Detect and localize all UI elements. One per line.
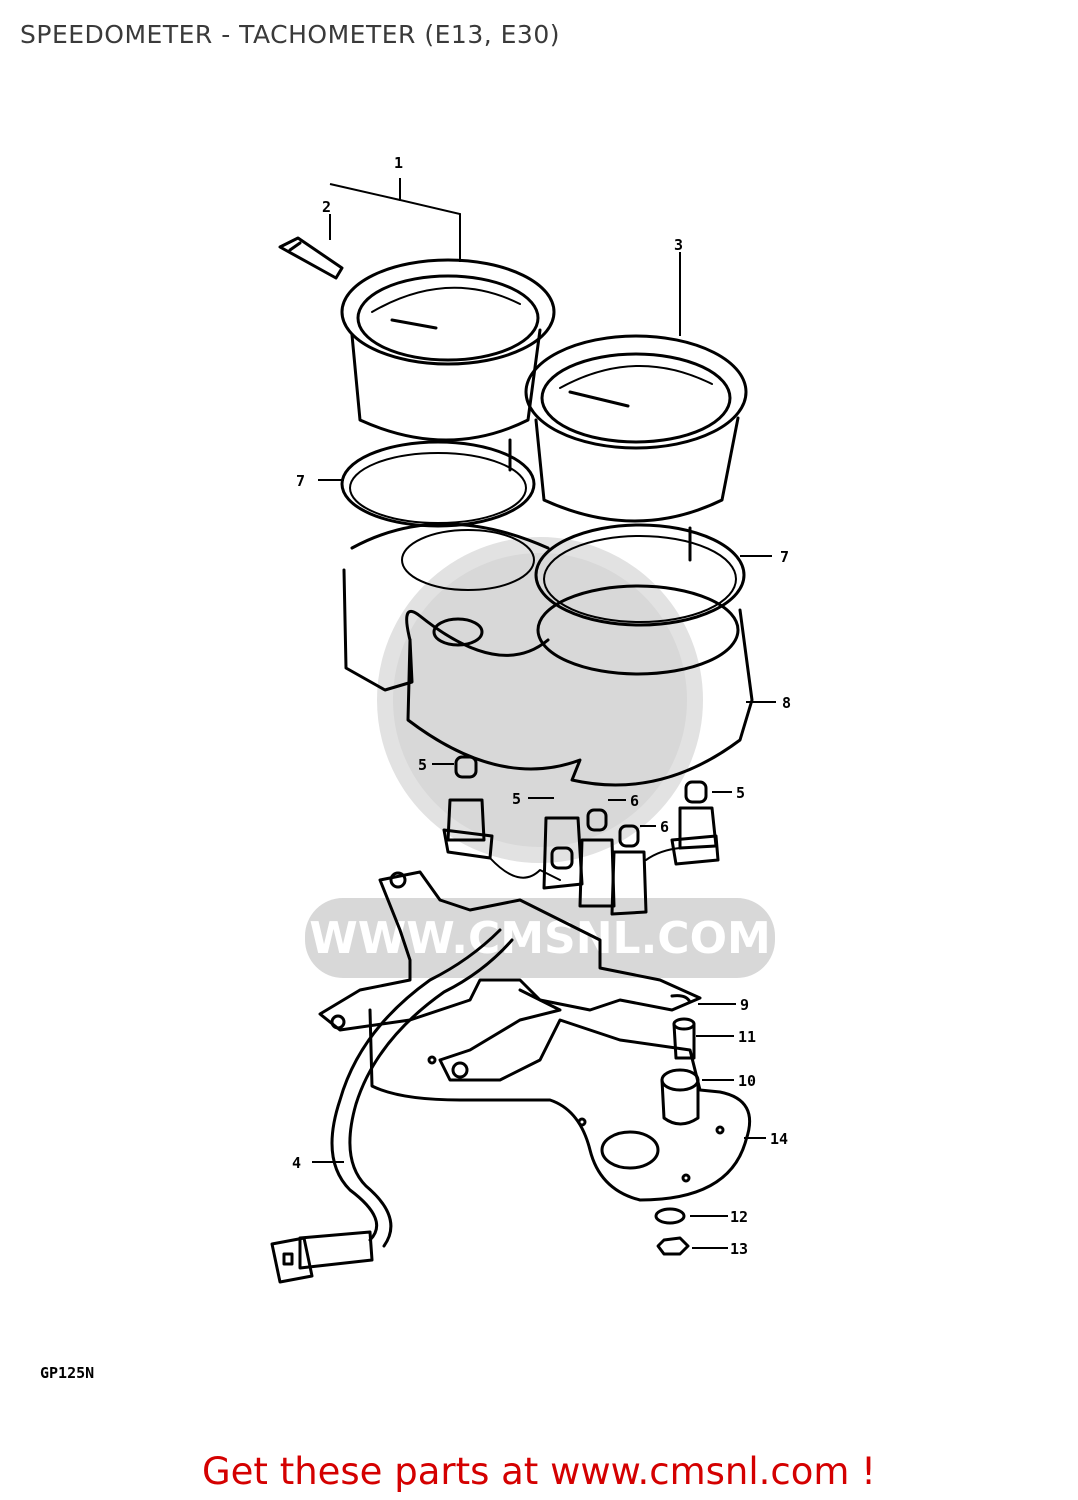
callout-10: 10 [738, 1072, 756, 1090]
footer-suffix: ! [849, 1450, 876, 1493]
model-code: GP125N [40, 1364, 95, 1382]
mounting-bracket [318, 870, 702, 1032]
rubber-spacer [660, 1068, 700, 1126]
callout-4: 4 [292, 1154, 301, 1172]
bulb-sockets [442, 755, 720, 916]
callout-9: 9 [740, 996, 749, 1014]
wire-harness [270, 928, 514, 1284]
callout-2: 2 [322, 198, 331, 216]
callout-14: 14 [770, 1130, 788, 1148]
speedometer-assembly [340, 258, 556, 472]
base-plate [368, 988, 752, 1202]
meter-ring-right [534, 523, 746, 627]
tachometer-assembly [524, 334, 748, 562]
watermark-text: WWW.CMSNL.COM [309, 913, 771, 964]
washer [654, 1207, 686, 1225]
nut [656, 1236, 690, 1256]
leader-lines [312, 178, 776, 1249]
callout-7a: 7 [296, 472, 305, 490]
diagram-title: SPEEDOMETER - TACHOMETER (E13, E30) [20, 20, 560, 49]
callout-7b: 7 [780, 548, 789, 566]
callout-5b: 5 [512, 790, 521, 808]
callout-13: 13 [730, 1240, 748, 1258]
spacer-collar [672, 1017, 696, 1060]
callout-5c: 5 [736, 784, 745, 802]
cmsnl-link[interactable]: www.cmsnl.com [550, 1450, 850, 1493]
callout-3: 3 [674, 236, 683, 254]
footer-prefix: Get these parts at [201, 1450, 551, 1493]
callout-6b: 6 [660, 818, 669, 836]
meter-ring-left [340, 440, 536, 528]
cable-fitting [278, 236, 344, 280]
meter-case [342, 522, 754, 787]
callout-6a: 6 [630, 792, 639, 810]
callout-11: 11 [738, 1028, 756, 1046]
footer-banner: Get these parts at www.cmsnl.com ! [0, 1450, 1078, 1493]
callout-labels: 1 2 3 7 7 8 5 5 6 6 5 9 11 10 14 4 12 13 [292, 154, 791, 1258]
callout-1: 1 [394, 154, 403, 172]
callout-8: 8 [782, 694, 791, 712]
callout-5a: 5 [418, 756, 427, 774]
callout-12: 12 [730, 1208, 748, 1226]
